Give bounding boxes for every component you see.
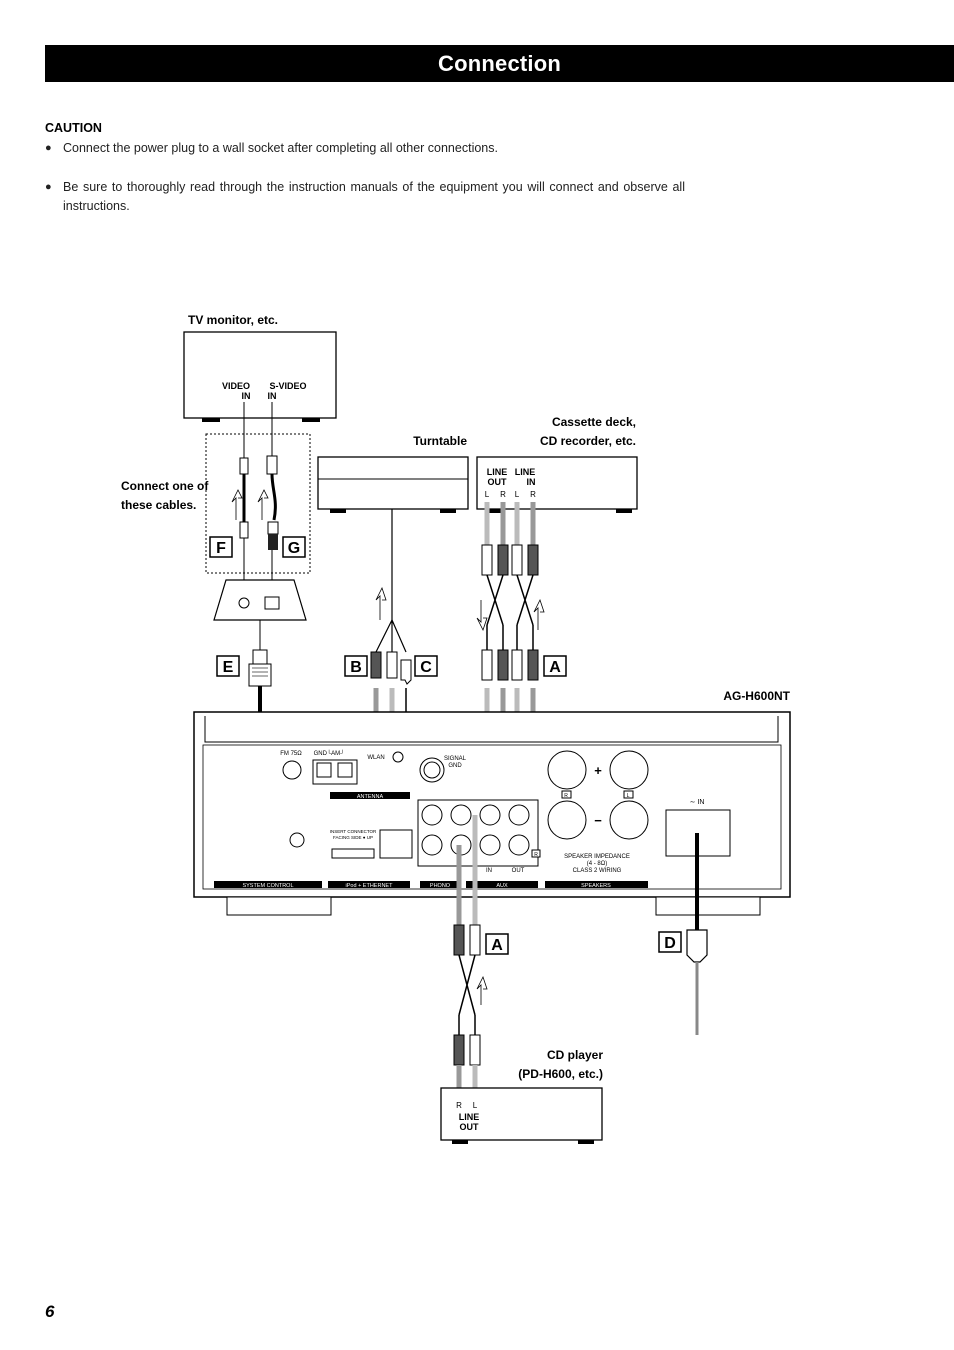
- insert-connector-label: INSERT CONNECTOR: [330, 829, 377, 834]
- callout-g-label: G: [288, 540, 300, 557]
- connect-note: these cables.: [121, 498, 196, 512]
- channel-label: R: [500, 490, 506, 499]
- main-unit: AG-H600NT FM 75Ω GND└AM┘ ANTENNA WLAN SI…: [193, 689, 791, 916]
- turntable-label: Turntable: [413, 434, 467, 448]
- cd-player: CD player (PD-H600, etc.) R L LINE OUT: [440, 1048, 603, 1144]
- impedance-label: SPEAKER IMPEDANCE: [564, 854, 630, 860]
- video-adapter: [213, 579, 307, 687]
- tv-svideo-in-label: S-VIDEO: [269, 381, 306, 391]
- speaker-l-mark: L: [627, 793, 630, 799]
- unit-model: AG-H600NT: [723, 689, 790, 703]
- power-cord: [686, 833, 708, 1035]
- channel-label: R: [530, 490, 536, 499]
- wlan-label: WLAN: [367, 755, 384, 761]
- callout-a-top: A: [543, 655, 567, 677]
- tv-video-in-label: IN: [242, 391, 251, 401]
- callout-d-label: D: [664, 935, 676, 952]
- fm-label: FM 75Ω: [280, 751, 302, 757]
- title-bar: Connection: [45, 45, 954, 82]
- callout-c-label: C: [420, 659, 432, 676]
- callout-b-label: B: [350, 659, 362, 676]
- phono-label: PHONO: [430, 883, 451, 889]
- caution-item-text: Be sure to thoroughly read through the i…: [63, 180, 685, 213]
- caution-item-text: Connect the power plug to a wall socket …: [63, 141, 498, 155]
- tv-video-in-label: VIDEO: [222, 381, 250, 391]
- cd-player-label: (PD-H600, etc.): [518, 1067, 603, 1081]
- channel-label: L: [515, 490, 520, 499]
- impedance-label: (4 - 8Ω): [587, 861, 608, 867]
- callout-f: F: [209, 536, 233, 558]
- aux-out-label: OUT: [512, 868, 525, 874]
- tv-monitor: TV monitor, etc. VIDEO IN S-VIDEO IN: [183, 313, 337, 422]
- video-cable-options: [205, 418, 311, 588]
- connect-note: Connect one of: [121, 479, 209, 493]
- callout-g: G: [282, 536, 306, 558]
- speaker-r-mark: R: [564, 793, 568, 799]
- page-title: Connection: [438, 50, 561, 76]
- impedance-label: CLASS 2 WIRING: [573, 868, 622, 874]
- tv-svideo-in-label: IN: [268, 391, 277, 401]
- channel-label: L: [473, 1101, 478, 1110]
- callout-b: B: [344, 655, 368, 677]
- cd-player-label: CD player: [547, 1048, 603, 1062]
- cassette-line-out-label: LINE: [487, 467, 508, 477]
- caution-heading: CAUTION: [45, 121, 102, 135]
- speakers-label: SPEAKERS: [581, 883, 611, 889]
- bullet-icon: ●: [45, 181, 52, 193]
- callout-e-label: E: [223, 659, 234, 676]
- callout-a-label: A: [491, 937, 503, 954]
- callout-a-label: A: [549, 659, 561, 676]
- plus-icon: +: [594, 763, 602, 778]
- bullet-icon: ●: [45, 142, 52, 154]
- callout-e: E: [216, 655, 240, 677]
- cassette-label: CD recorder, etc.: [540, 434, 636, 448]
- caution-item: ● Connect the power plug to a wall socke…: [45, 139, 685, 158]
- callout-a-bottom: A: [485, 933, 509, 955]
- caution-item: ● Be sure to thoroughly read through the…: [45, 178, 685, 216]
- cassette-line-in-label: LINE: [515, 467, 536, 477]
- cassette-line-out-label: OUT: [488, 477, 508, 487]
- cd-cables: [453, 815, 488, 1098]
- aux-label: AUX: [496, 883, 508, 889]
- cassette-deck: Cassette deck, CD recorder, etc. LINE OU…: [476, 415, 638, 513]
- page-number: 6: [45, 1302, 55, 1321]
- callout-d: D: [658, 931, 682, 953]
- cassette-line-in-label: IN: [527, 477, 536, 487]
- cd-line-out-label: LINE: [459, 1112, 480, 1122]
- ipod-ethernet-label: iPod + ETHERNET: [346, 883, 394, 889]
- turntable: Turntable: [317, 434, 469, 685]
- cd-line-out-label: OUT: [460, 1122, 480, 1132]
- aux-in-label: IN: [486, 868, 492, 874]
- callout-c: C: [414, 655, 438, 677]
- am-label: GND└AM┘: [314, 749, 345, 757]
- tv-label: TV monitor, etc.: [188, 313, 278, 327]
- signal-gnd-label: GND: [448, 763, 462, 769]
- caution-section: CAUTION ● Connect the power plug to a wa…: [45, 121, 685, 216]
- r-mark: R: [534, 852, 538, 858]
- channel-label: L: [485, 490, 490, 499]
- callout-f-label: F: [216, 540, 226, 557]
- antenna-label: ANTENNA: [357, 794, 384, 800]
- signal-gnd-label: SIGNAL: [444, 756, 467, 762]
- system-control-label: SYSTEM CONTROL: [242, 883, 293, 889]
- channel-label: R: [456, 1101, 462, 1110]
- cassette-label: Cassette deck,: [552, 415, 636, 429]
- insert-connector-label: FACING SIDE ● UP: [333, 835, 373, 840]
- ac-in-label: ∼ IN: [690, 799, 705, 806]
- minus-icon: −: [594, 813, 602, 828]
